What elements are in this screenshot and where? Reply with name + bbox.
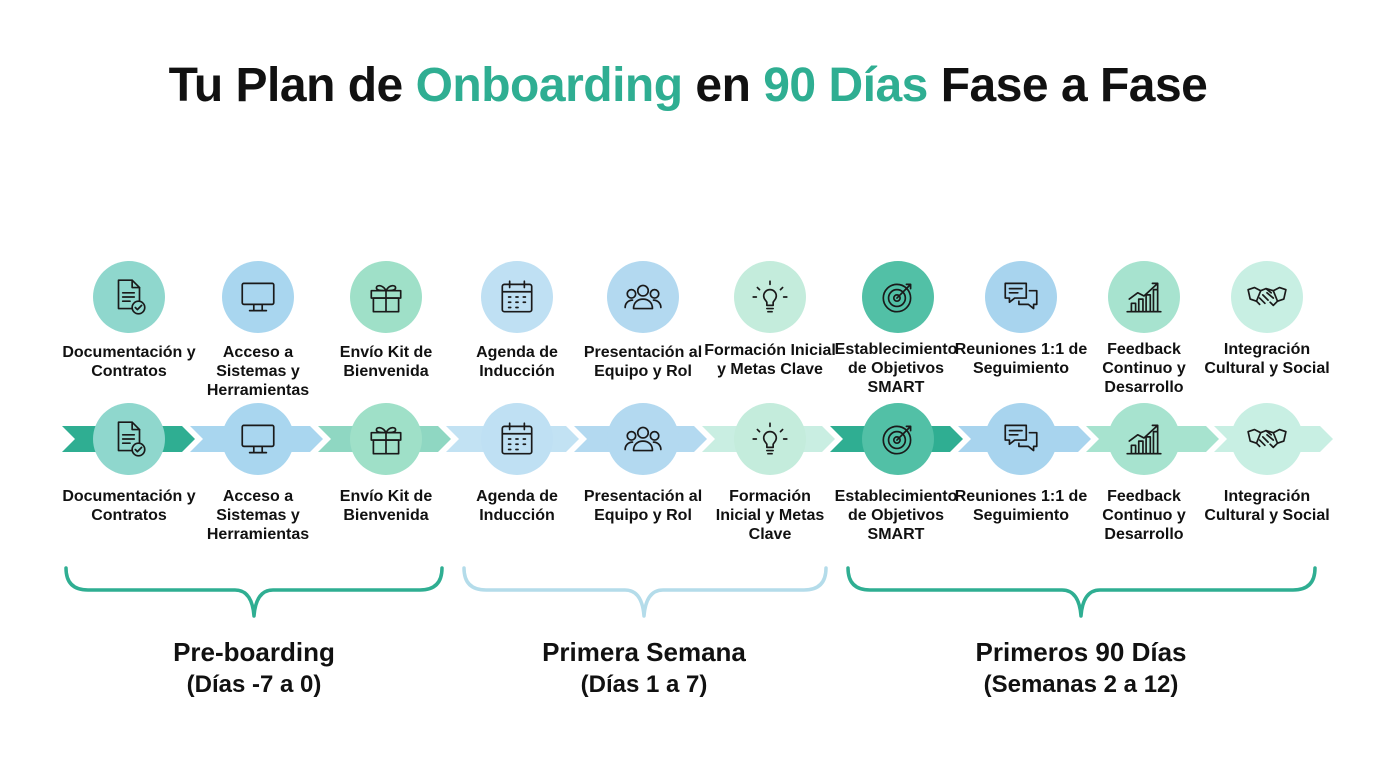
monitor-icon xyxy=(241,282,275,312)
bottom-step-4-circle xyxy=(481,403,553,475)
calendar-icon xyxy=(501,280,533,313)
handshake-icon xyxy=(1247,428,1287,449)
chat-bubbles-icon xyxy=(1004,424,1038,452)
top-step-7-label: Establecimiento de Objetivos SMART xyxy=(834,341,958,396)
phase-3-name: Primeros 90 Días xyxy=(975,637,1187,667)
gift-icon xyxy=(370,284,402,313)
bottom-step-2-circle xyxy=(222,403,294,475)
top-step-9-label: Feedback Continuo y Desarrollo xyxy=(1102,341,1186,396)
calendar-icon xyxy=(501,422,533,455)
top-step-4-circle xyxy=(481,261,553,333)
chat-bubbles-icon xyxy=(1004,282,1038,310)
phase-2-name: Primera Semana xyxy=(542,637,746,667)
top-step-4-label: Agenda de Inducción xyxy=(476,344,558,380)
target-icon xyxy=(882,283,912,313)
top-step-3-circle xyxy=(350,261,422,333)
bottom-step-10-circle xyxy=(1231,403,1303,475)
gift-icon xyxy=(370,426,402,455)
bottom-step-8-label: Reuniones 1:1 de Seguimiento xyxy=(954,488,1088,524)
monitor-icon xyxy=(241,424,275,454)
title-accent-90-dias: 90 Días xyxy=(763,59,928,112)
growth-chart-icon xyxy=(1126,282,1162,313)
title-part-1: Tu Plan de xyxy=(168,59,416,112)
phase-2-range: (Días 1 a 7) xyxy=(580,671,708,698)
page-title: Tu Plan de Onboarding en 90 Días Fase a … xyxy=(0,58,1376,113)
team-icon xyxy=(624,284,662,310)
top-step-5-label: Presentación al Equipo y Rol xyxy=(583,344,703,380)
top-step-2-circle xyxy=(222,261,294,333)
bottom-step-1-label: Documentación y Contratos xyxy=(62,488,196,524)
bottom-step-3-circle xyxy=(350,403,422,475)
growth-chart-icon xyxy=(1126,424,1162,455)
handshake-icon xyxy=(1247,286,1287,307)
phase-1-range: (Días -7 a 0) xyxy=(186,671,322,698)
top-step-3-label: Envío Kit de Bienvenida xyxy=(339,344,433,380)
top-step-1-label: Documentación y Contratos xyxy=(62,344,196,380)
top-step-10-circle xyxy=(1231,261,1303,333)
top-step-7-circle xyxy=(862,261,934,333)
top-step-8-label: Reuniones 1:1 de Seguimiento xyxy=(954,341,1088,377)
top-step-1-circle xyxy=(93,261,165,333)
phase-3-range: (Semanas 2 a 12) xyxy=(983,671,1179,698)
phase-1-name: Pre-boarding xyxy=(173,637,335,667)
target-icon xyxy=(882,425,912,455)
title-part-3: Fase a Fase xyxy=(927,59,1208,112)
phase-2-bracket xyxy=(462,566,828,618)
bottom-step-4-label: Agenda de Inducción xyxy=(476,488,558,524)
bottom-step-6-circle xyxy=(734,403,806,475)
phase-1-bracket xyxy=(64,566,444,618)
top-step-9-circle xyxy=(1108,261,1180,333)
bottom-step-2-label: Acceso a Sistemas y Herramientas xyxy=(206,488,310,543)
bottom-step-8-circle xyxy=(985,403,1057,475)
top-step-5-circle xyxy=(607,261,679,333)
bottom-step-10-label: Integración Cultural y Social xyxy=(1204,488,1330,524)
bottom-step-9-circle xyxy=(1108,403,1180,475)
lightbulb-icon xyxy=(752,422,788,455)
bottom-step-6-label: Formación Inicial y Metas Clave xyxy=(715,488,825,543)
team-icon xyxy=(624,426,662,452)
lightbulb-icon xyxy=(752,280,788,313)
top-step-8-circle xyxy=(985,261,1057,333)
document-check-icon xyxy=(117,279,146,315)
bottom-step-1-circle xyxy=(93,403,165,475)
bottom-step-5-label: Presentación al Equipo y Rol xyxy=(583,488,703,524)
top-step-10-label: Integración Cultural y Social xyxy=(1204,341,1330,377)
top-step-6-circle xyxy=(734,261,806,333)
bottom-step-7-circle xyxy=(862,403,934,475)
phase-3-bracket xyxy=(846,566,1317,618)
bottom-step-5-circle xyxy=(607,403,679,475)
document-check-icon xyxy=(117,421,146,457)
top-step-2-label: Acceso a Sistemas y Herramientas xyxy=(206,344,310,399)
bottom-step-7-label: Establecimiento de Objetivos SMART xyxy=(834,488,958,543)
bottom-step-3-label: Envío Kit de Bienvenida xyxy=(339,488,433,524)
title-part-2: en xyxy=(682,59,764,112)
bottom-step-9-label: Feedback Continuo y Desarrollo xyxy=(1102,488,1186,543)
top-step-6-label: Formación Inicial y Metas Clave xyxy=(704,342,836,378)
title-accent-onboarding: Onboarding xyxy=(415,59,683,112)
